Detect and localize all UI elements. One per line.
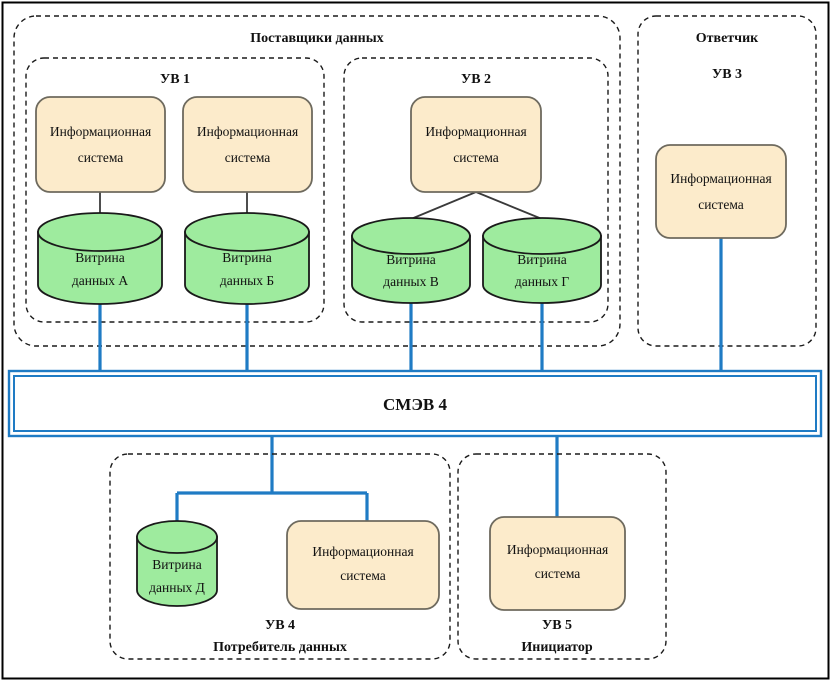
is-uv5[interactable]: Информационная система xyxy=(489,516,626,611)
db-d-line1: Витрина xyxy=(152,557,202,572)
link-is-uv2-db-v xyxy=(410,191,477,220)
container-providers xyxy=(13,15,621,347)
is-uv5-line1: Информационная xyxy=(507,542,608,557)
is-uv2[interactable]: Информационная система xyxy=(410,96,542,193)
container-uv5-label: УВ 5 xyxy=(542,618,572,633)
db-d[interactable]: Витрина данных Д xyxy=(136,520,218,607)
internal-links xyxy=(99,191,543,220)
is-uv5-line2: система xyxy=(535,566,581,581)
is-uv1-b[interactable]: Информационная система xyxy=(182,96,313,193)
db-g-line2: данных Г xyxy=(515,274,570,289)
db-a-line1: Витрина xyxy=(75,250,125,265)
container-providers-label: Поставщики данных xyxy=(250,31,383,46)
hub-uplinks xyxy=(98,238,723,372)
is-uv3-line2: система xyxy=(698,197,744,212)
db-v-line2: данных В xyxy=(383,274,439,289)
db-v[interactable]: Витрина данных В xyxy=(351,217,471,304)
is-uv2-line1: Информационная xyxy=(425,124,526,139)
container-uv4-role-label: Потребитель данных xyxy=(213,640,347,655)
is-uv4-line1: Информационная xyxy=(312,544,413,559)
container-uv4 xyxy=(109,453,451,660)
db-b-line2: данных Б xyxy=(220,273,274,288)
is-uv1-b-line1: Информационная xyxy=(197,124,298,139)
container-uv1-label: УВ 1 xyxy=(160,72,190,87)
container-uv3-label: УВ 3 xyxy=(712,67,742,82)
container-uv3 xyxy=(637,15,817,347)
link-is-uv2-db-g xyxy=(475,191,543,220)
db-g-line1: Витрина xyxy=(517,252,567,267)
is-uv2-line2: система xyxy=(453,150,499,165)
is-uv1-a[interactable]: Информационная система xyxy=(35,96,166,193)
container-uv3-role-label: Ответчик xyxy=(696,31,759,46)
hub-smev4-label: СМЭВ 4 xyxy=(383,395,447,414)
is-uv1-a-line1: Информационная xyxy=(50,124,151,139)
db-v-line1: Витрина xyxy=(386,252,436,267)
db-d-line2: данных Д xyxy=(149,580,205,595)
is-uv1-b-line2: система xyxy=(225,150,271,165)
hub-downlinks xyxy=(175,436,559,521)
is-uv4-line2: система xyxy=(340,568,386,583)
container-uv5 xyxy=(457,453,667,660)
is-uv1-a-line2: система xyxy=(78,150,124,165)
container-uv1 xyxy=(25,57,325,323)
db-b-line1: Витрина xyxy=(222,250,272,265)
db-a-line2: данных А xyxy=(72,273,129,288)
container-uv5-role-label: Инициатор xyxy=(521,640,592,655)
hub-smev4[interactable]: СМЭВ 4 xyxy=(7,369,823,438)
container-uv2 xyxy=(343,57,609,323)
db-g[interactable]: Витрина данных Г xyxy=(482,217,602,304)
is-uv3-line1: Информационная xyxy=(670,171,771,186)
is-uv4[interactable]: Информационная система xyxy=(286,520,440,610)
container-uv4-label: УВ 4 xyxy=(265,618,295,633)
db-a[interactable]: Витрина данных А xyxy=(37,212,163,305)
container-uv2-label: УВ 2 xyxy=(461,72,491,87)
is-uv3[interactable]: Информационная система xyxy=(655,144,787,239)
db-b[interactable]: Витрина данных Б xyxy=(184,212,310,305)
